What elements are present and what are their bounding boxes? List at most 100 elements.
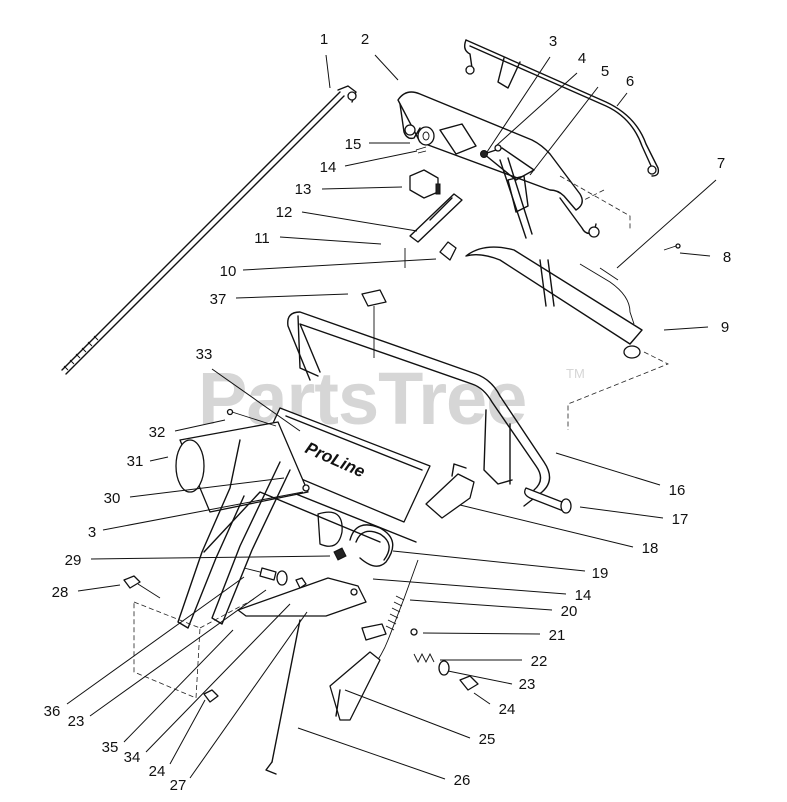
guide-lines	[559, 175, 669, 430]
part-35-spacer	[259, 567, 277, 581]
leader-c14b	[372, 578, 567, 595]
part-1-rod	[61, 85, 357, 375]
callout-c11: 11	[254, 230, 270, 247]
leader-c36	[66, 576, 245, 705]
callout-c37: 37	[210, 291, 227, 308]
callout-c13: 13	[295, 181, 312, 198]
leader-c24a	[473, 692, 491, 705]
leader-c27	[189, 611, 308, 779]
callout-c21: 21	[549, 627, 566, 644]
leader-c11	[279, 236, 382, 245]
part-17-grip	[524, 487, 572, 514]
leader-c13	[321, 186, 403, 190]
leader-c16	[555, 452, 661, 486]
leader-c17	[579, 506, 664, 519]
callout-c14b: 14	[575, 587, 592, 604]
leader-c23b	[89, 589, 267, 717]
callout-c20: 20	[561, 603, 578, 620]
part-23-lower-washer	[438, 660, 450, 676]
leader-c18	[459, 504, 634, 548]
callout-c7: 7	[717, 155, 725, 172]
callout-c32: 32	[149, 424, 166, 441]
leader-c33	[211, 368, 301, 432]
callout-c10: 10	[220, 263, 237, 280]
callout-c33: 33	[196, 346, 213, 363]
part-12-tube	[404, 193, 463, 268]
part-22-spring	[413, 652, 435, 664]
leader-c26	[297, 727, 446, 780]
part-2-handle-bracket	[397, 91, 600, 238]
part-30-frame	[177, 439, 381, 629]
callout-c19: 19	[592, 565, 609, 582]
part-37-decal	[361, 289, 387, 358]
leader-c4	[496, 72, 578, 146]
callout-c2: 2	[361, 31, 369, 48]
callout-c18: 18	[642, 540, 659, 557]
lower-guide	[133, 597, 257, 699]
part-23-washer	[276, 570, 288, 586]
leader-c35	[123, 629, 234, 743]
part-5-pivot-lever	[480, 144, 535, 239]
part-19-strap	[349, 524, 394, 567]
leader-c3b	[102, 491, 304, 531]
callout-c28: 28	[52, 584, 69, 601]
part-8-pin	[663, 243, 681, 251]
part-9-bail	[465, 246, 643, 359]
callout-c14a: 14	[320, 159, 337, 176]
leader-c29	[90, 555, 331, 560]
leader-c14a	[344, 150, 418, 167]
callout-c23a: 23	[519, 676, 536, 693]
callout-c9: 9	[721, 319, 729, 336]
callout-c34: 34	[124, 749, 141, 766]
callout-c15: 15	[345, 136, 362, 153]
part-27-lever	[237, 577, 367, 775]
part-29-screw	[333, 547, 347, 561]
leader-c12	[301, 211, 418, 232]
leader-c25	[344, 689, 471, 739]
callout-c24a: 24	[499, 701, 516, 718]
part-14-screw	[415, 146, 427, 154]
leader-c5	[529, 86, 599, 176]
leader-c6	[616, 92, 628, 107]
part-25-lower-lever	[329, 651, 381, 721]
leader-c32	[174, 419, 226, 432]
leader-c23a	[447, 670, 513, 685]
callout-c8: 8	[723, 249, 731, 266]
part-13-latch	[409, 169, 441, 199]
leader-c8	[679, 252, 711, 257]
callout-c24b: 24	[149, 763, 166, 780]
leader-c2	[374, 54, 399, 81]
leader-c20	[409, 599, 553, 611]
callout-c1: 1	[320, 31, 328, 48]
callout-c35: 35	[102, 739, 119, 756]
callout-c30: 30	[104, 490, 121, 507]
callout-c36: 36	[44, 703, 61, 720]
leader-c34	[145, 603, 291, 753]
part-6-hoop	[463, 39, 660, 177]
callout-c31: 31	[127, 453, 144, 470]
callout-c16: 16	[669, 482, 686, 499]
callout-c27: 27	[170, 777, 187, 794]
callout-c3b: 3	[88, 524, 96, 541]
leader-c3a	[486, 56, 551, 153]
callout-c6: 6	[626, 73, 634, 90]
leader-c1	[325, 54, 331, 89]
part-28-bolt	[123, 575, 161, 599]
callout-c23b: 23	[68, 713, 85, 730]
callout-c3a: 3	[549, 33, 557, 50]
part-34-nut	[295, 577, 307, 589]
callout-c17: 17	[672, 511, 689, 528]
part-21-bolt	[361, 623, 418, 641]
watermark-tm: TM	[566, 366, 585, 381]
part-24-nut	[203, 675, 479, 703]
part-18-bracket	[425, 463, 475, 519]
leader-c7	[616, 179, 717, 269]
leader-c10	[242, 258, 437, 271]
part-15-bushing	[417, 123, 477, 155]
part-16-main-handle	[287, 311, 551, 507]
leader-c21	[422, 632, 541, 635]
leader-c37	[235, 293, 349, 299]
leader-c19	[392, 550, 586, 572]
